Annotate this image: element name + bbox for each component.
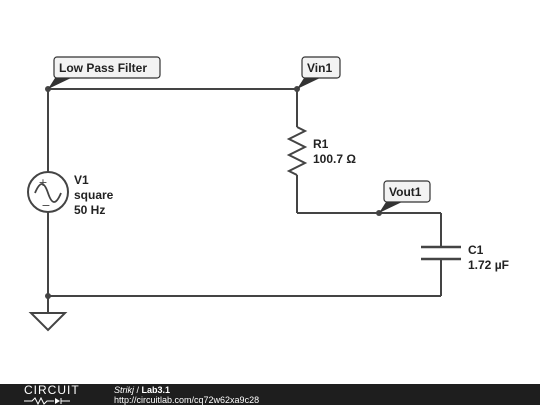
author-link[interactable]: Strikj <box>114 385 134 395</box>
source-type: square <box>74 188 114 202</box>
capacitor-value: 1.72 µF <box>468 258 509 272</box>
project-url-link[interactable]: http://circuitlab.com/cq72w62xa9c28 <box>114 395 260 405</box>
vin-label: Vin1 <box>307 61 332 75</box>
tag-box <box>301 56 341 79</box>
tag-pointer <box>48 78 71 89</box>
schematic-canvas: + − V1 square 50 Hz R1 100.7 Ω C1 1.72 µ… <box>27 56 509 332</box>
tag-pointer <box>297 78 320 89</box>
logo-text-bottom: LAB <box>24 396 94 414</box>
project-name-link[interactable]: Lab3.1 <box>141 385 171 395</box>
path-separator: / <box>136 385 140 395</box>
source-frequency: 50 Hz <box>74 203 105 217</box>
resistor-name: R1 <box>313 137 329 151</box>
tag-box <box>383 180 431 203</box>
plus-sign: + <box>38 176 47 189</box>
capacitor-c1[interactable] <box>421 245 461 261</box>
tag-pointer <box>379 202 402 213</box>
resistor-value: 100.7 Ω <box>313 152 356 166</box>
circuitlab-logo[interactable]: CIRCUIT LAB <box>22 383 94 414</box>
resistor-r1[interactable] <box>286 126 308 176</box>
capacitor-name: C1 <box>468 243 484 257</box>
voltage-source-v1[interactable]: + − <box>27 171 69 213</box>
junction-dot <box>45 293 51 299</box>
minus-sign: − <box>41 199 50 212</box>
footer-bar: CIRCUIT LAB Strikj / Lab3.1 http://circu… <box>0 383 540 414</box>
logo-text-top: CIRCUIT <box>24 383 80 397</box>
circuit-squiggle-icon <box>24 396 70 406</box>
tag-box <box>53 56 161 79</box>
logo-lab-text: LAB <box>34 405 53 414</box>
net-label-vout[interactable]: Vout1 <box>379 180 431 213</box>
project-credit: Strikj / Lab3.1 <box>114 385 170 395</box>
vout-label: Vout1 <box>389 185 422 199</box>
source-name: V1 <box>74 173 89 187</box>
net-label-filter[interactable]: Low Pass Filter <box>48 56 161 89</box>
wires <box>47 88 442 313</box>
net-label-vin[interactable]: Vin1 <box>297 56 341 89</box>
sine-wave-icon <box>34 183 62 203</box>
filter-name-label: Low Pass Filter <box>59 61 147 75</box>
ground-icon[interactable] <box>28 312 68 332</box>
